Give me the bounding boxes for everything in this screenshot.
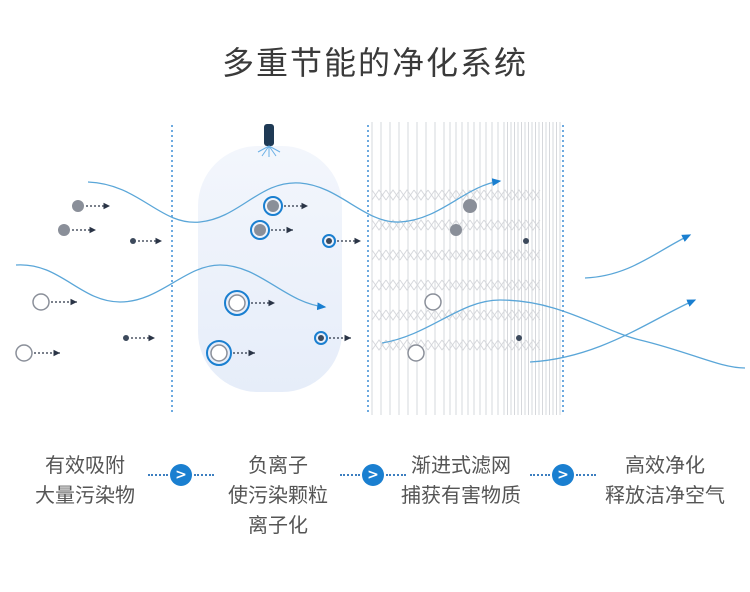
filter-mesh — [371, 219, 541, 231]
particle-small — [326, 238, 332, 244]
step-release: 高效净化 释放洁净空气 — [580, 450, 750, 510]
step-line: 渐进式滤网 — [411, 453, 511, 477]
particle-large — [254, 224, 266, 236]
step-filter: 渐进式滤网 捕获有害物质 — [376, 450, 546, 510]
particle-hollow — [15, 344, 33, 362]
step-line: 捕获有害物质 — [401, 483, 521, 507]
chevron-right-icon: > — [362, 464, 384, 486]
ion-ring — [224, 290, 250, 316]
step-ionize: 负离子 使污染颗粒 离子化 — [193, 450, 363, 540]
particle-small — [123, 335, 129, 341]
step-adsorb: 有效吸附 大量污染物 — [0, 450, 170, 510]
ion-ring — [314, 331, 328, 345]
airflow-lines — [15, 178, 746, 369]
connector-dots — [340, 474, 360, 476]
particle-hollow — [424, 293, 442, 311]
particles — [15, 196, 529, 366]
particle-large — [450, 224, 462, 236]
step-line: 使污染颗粒 — [228, 483, 328, 507]
step-line: 高效净化 — [625, 453, 705, 477]
connector-dots — [530, 474, 550, 476]
particle-large — [72, 200, 84, 212]
particle-small — [516, 335, 522, 341]
filter-mesh — [371, 309, 541, 321]
particle-large — [267, 200, 279, 212]
filter-mesh — [371, 189, 541, 201]
particle-large — [58, 224, 70, 236]
step-line: 大量污染物 — [35, 483, 135, 507]
particle-hollow — [228, 294, 246, 312]
chevron-right-icon: > — [552, 464, 574, 486]
ion-ring — [263, 196, 283, 216]
particle-large — [463, 199, 477, 213]
connector-dots — [148, 474, 168, 476]
page-title: 多重节能的净化系统 — [221, 44, 528, 82]
step-line: 释放洁净空气 — [605, 483, 725, 507]
step-line: 离子化 — [248, 513, 308, 537]
ion-ring — [206, 340, 232, 366]
particle-hollow — [210, 344, 228, 362]
progressive-filter — [371, 122, 561, 415]
particle-hollow — [407, 344, 425, 362]
particle-small — [318, 335, 324, 341]
particle-small — [130, 238, 136, 244]
ion-ring — [250, 220, 270, 240]
step-line: 有效吸附 — [45, 453, 125, 477]
filter-mesh — [371, 249, 541, 261]
connector-dots — [386, 474, 406, 476]
particle-hollow — [32, 293, 50, 311]
step-line: 负离子 — [248, 453, 308, 477]
purification-diagram — [15, 122, 746, 415]
ionizer-nozzle-icon — [264, 124, 274, 146]
particle-small — [523, 238, 529, 244]
connector-dots — [194, 474, 214, 476]
ion-ring — [322, 234, 336, 248]
filter-mesh — [371, 279, 541, 291]
connector-dots — [576, 474, 596, 476]
chevron-right-icon: > — [170, 464, 192, 486]
